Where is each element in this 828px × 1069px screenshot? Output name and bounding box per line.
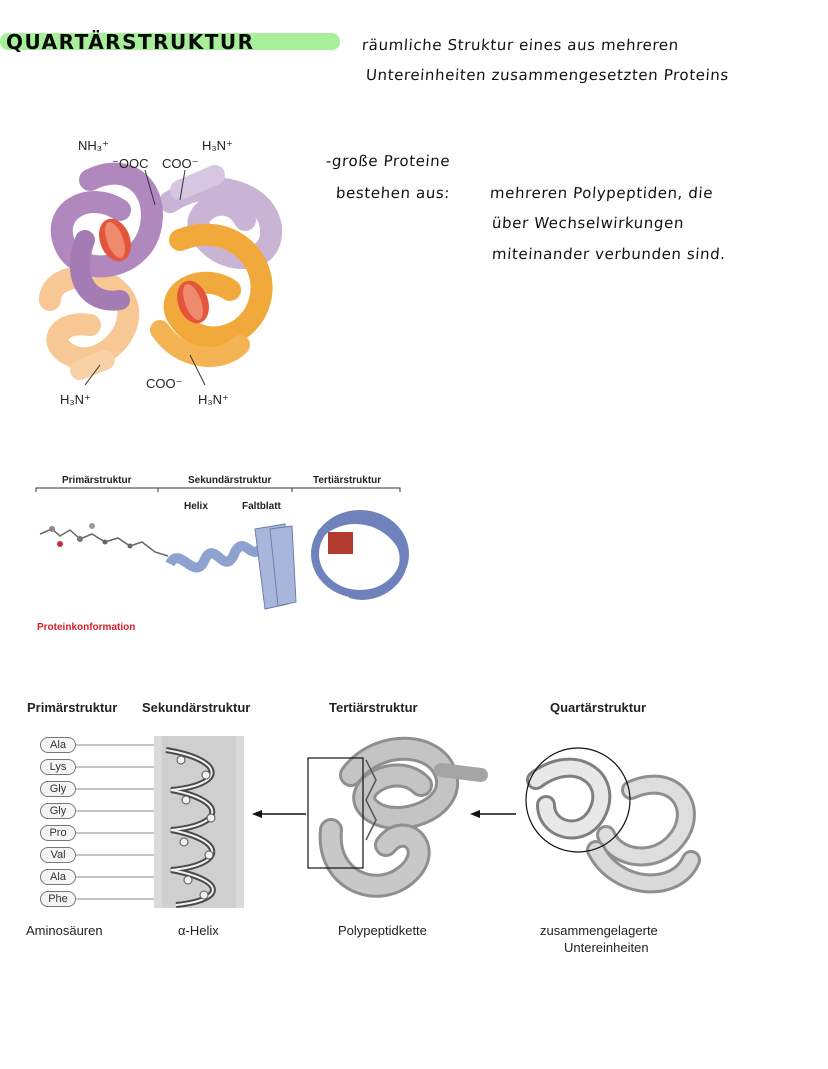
label-h3n-bottom-right: H₃N⁺ [198, 392, 229, 407]
caption-amino-acids: Aminosäuren [26, 923, 103, 938]
conformation-label-secondary: Sekundärstruktur [188, 475, 272, 486]
levels-label-quaternary: Quartärstruktur [550, 700, 647, 715]
conformation-label-helix: Helix [184, 501, 208, 512]
caption-alpha-helix: α-Helix [178, 923, 219, 938]
amino-acid-pill: Lys [40, 759, 76, 775]
amino-acid-pill: Pro [40, 825, 76, 841]
levels-label-tertiary: Tertiärstruktur [329, 700, 418, 715]
title-highlight [0, 33, 340, 50]
label-ooc: ⁻OOC [112, 156, 149, 171]
conformation-illustration [35, 487, 409, 610]
definition-line-1: räumliche Struktur eines aus mehreren [361, 36, 680, 54]
levels-label-primary: Primärstruktur [27, 700, 118, 715]
definition-line-2: Untereinheiten zusammengesetzten Protein… [365, 66, 730, 84]
amino-acid-pill: Ala [40, 737, 76, 753]
conformation-label-tertiary: Tertiärstruktur [313, 475, 382, 486]
note-line-2: über Wechselwirkungen [491, 214, 685, 232]
caption-subunits-2: Untereinheiten [564, 940, 649, 955]
caption-subunits-1: zusammengelagerte [540, 923, 658, 938]
amino-acid-pill: Val [40, 847, 76, 863]
hemoglobin-illustration [39, 162, 283, 386]
caption-polypeptide-chain: Polypeptidkette [338, 923, 427, 938]
structure-levels-illustration [76, 736, 701, 908]
label-h3n-top: H₃N⁺ [202, 138, 233, 153]
label-coo-top: COO⁻ [162, 156, 199, 171]
conformation-label-sheet: Faltblatt [242, 501, 281, 512]
amino-acid-pill: Phe [40, 891, 76, 907]
amino-acid-pill: Gly [40, 803, 76, 819]
page-title: QUARTÄRSTRUKTUR [6, 30, 255, 54]
label-h3n-bottom-left: H₃N⁺ [60, 392, 91, 407]
label-nh3: NH₃⁺ [78, 138, 109, 153]
label-coo-bottom: COO⁻ [146, 376, 183, 391]
amino-acid-pill: Ala [40, 869, 76, 885]
levels-label-secondary: Sekundärstruktur [142, 700, 251, 715]
amino-acid-pill: Gly [40, 781, 76, 797]
conformation-label-primary: Primärstruktur [62, 475, 132, 486]
conformation-caption: Proteinkonformation [37, 622, 136, 633]
note-prefix: bestehen aus: [335, 184, 451, 202]
note-line-3: miteinander verbunden sind. [491, 245, 727, 263]
note-large-proteins: -große Proteine [325, 152, 451, 170]
note-line-1: mehreren Polypeptiden, die [489, 184, 714, 202]
